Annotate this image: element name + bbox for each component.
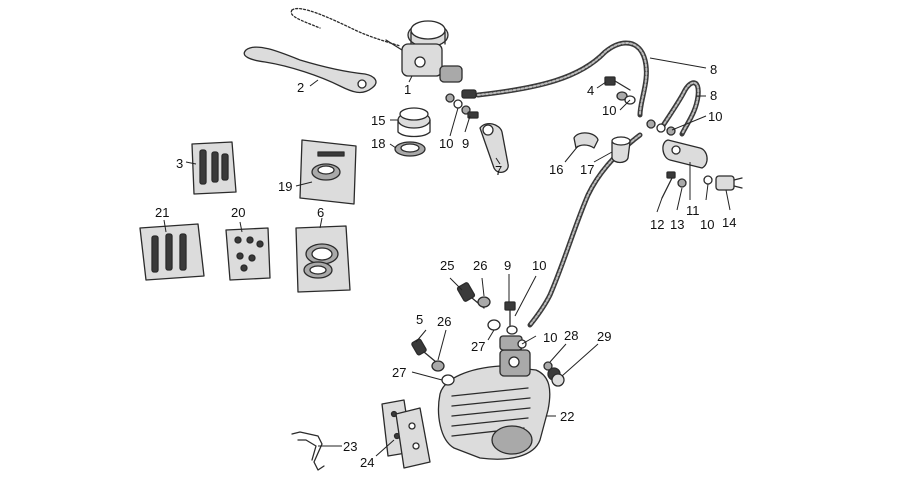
leader-lines (163, 57, 731, 457)
brake-lever-part-2 (243, 46, 377, 94)
bolt-part-9-lower (504, 301, 516, 327)
callout-11: 11 (686, 203, 700, 218)
clamp-part-16 (573, 132, 599, 149)
callout-10-caliper-upper: 10 (532, 258, 546, 273)
switch-part-14 (715, 175, 743, 191)
washers-near-master-cylinder (445, 89, 479, 119)
callout-10-right: 10 (708, 109, 722, 124)
callout-5: 5 (416, 312, 423, 327)
kit-bag-part-21 (139, 223, 205, 281)
kit-bag-part-20 (225, 227, 271, 281)
callout-18: 18 (371, 136, 385, 151)
callout-labels: 1 2 3 4 5 6 7 8 8 9 9 10 10 10 10 10 10 … (155, 62, 736, 470)
washer-part-13 (677, 178, 687, 188)
callout-10-master: 10 (439, 136, 453, 151)
callout-21: 21 (155, 205, 169, 220)
nut-part-29 (551, 373, 565, 387)
callout-7: 7 (495, 163, 502, 178)
callout-12: 12 (650, 217, 664, 232)
callout-8-lower: 8 (710, 88, 717, 103)
kit-bag-part-19 (299, 139, 357, 205)
callout-15: 15 (371, 113, 385, 128)
callout-17: 17 (580, 162, 594, 177)
banjo-fitting-part-7 (479, 122, 509, 174)
brake-pads-part-24 (381, 399, 431, 469)
callout-4: 4 (587, 83, 594, 98)
bleed-fitting-lower (499, 325, 527, 351)
caliper-bolt-part-25 (456, 282, 485, 309)
kit-bag-part-3 (191, 141, 237, 195)
seal-part-18 (394, 141, 426, 157)
callout-1: 1 (404, 82, 411, 97)
brake-caliper-part-22 (437, 349, 561, 460)
callout-8-upper: 8 (710, 62, 717, 77)
callout-20: 20 (231, 205, 245, 220)
washer-part-27-upper (487, 319, 501, 331)
washers-part-10-right (646, 119, 676, 136)
callout-10-lower-right: 10 (700, 217, 714, 232)
pin-part-28 (543, 361, 553, 371)
washer-part-27-lower (441, 374, 455, 386)
caliper-bolt-part-5 (411, 338, 437, 363)
callout-9-lower: 9 (504, 258, 511, 273)
callout-24: 24 (360, 455, 374, 470)
master-cylinder-part-1 (385, 20, 463, 83)
callout-9-upper: 9 (462, 136, 469, 151)
callout-3: 3 (176, 156, 183, 171)
brake-hoses (475, 40, 701, 328)
callout-22: 22 (560, 409, 574, 424)
callout-28: 28 (564, 328, 578, 343)
washer-part-26-upper (477, 296, 491, 308)
rear-cylinder-part-11 (662, 139, 708, 169)
callout-27-lower: 27 (392, 365, 406, 380)
callout-26-upper: 26 (473, 258, 487, 273)
callout-2: 2 (297, 80, 304, 95)
reservoir-cap-part-15 (397, 107, 431, 138)
callout-14: 14 (722, 215, 736, 230)
callout-27-upper: 27 (471, 339, 485, 354)
pad-spring-part-23 (291, 431, 325, 471)
callout-16: 16 (549, 162, 563, 177)
callout-10-top-right: 10 (602, 103, 616, 118)
bolt-part-4 (604, 76, 636, 105)
callout-13: 13 (670, 217, 684, 232)
callout-10-caliper-lower: 10 (543, 330, 557, 345)
callout-26-lower: 26 (437, 314, 451, 329)
callout-25: 25 (440, 258, 454, 273)
lever-ghost-outline (290, 8, 401, 47)
callout-6: 6 (317, 205, 324, 220)
callout-29: 29 (597, 329, 611, 344)
washer-part-10-lower-right (703, 175, 713, 185)
bolt-part-12 (661, 171, 676, 199)
callout-19: 19 (278, 179, 292, 194)
callout-23: 23 (343, 439, 357, 454)
kit-bag-part-6 (295, 225, 351, 293)
washer-part-26-lower (431, 360, 445, 372)
sleeve-part-17 (611, 136, 631, 164)
